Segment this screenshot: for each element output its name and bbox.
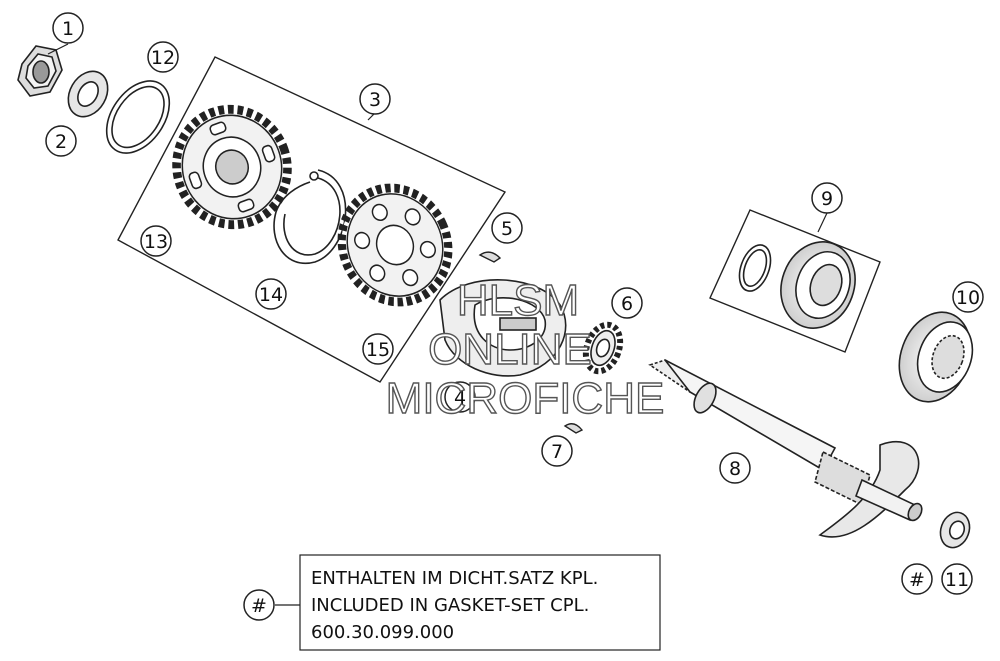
watermark-line1: HLSM [457, 276, 579, 325]
part-13-gear [172, 104, 292, 230]
part-10-needle-bearing [898, 311, 974, 403]
callout-1: 1 [52, 12, 84, 44]
svg-text:#: # [251, 595, 267, 617]
part-15-gear [337, 183, 453, 307]
part-5-woodruff-key [478, 251, 502, 263]
callout-15: 15 [362, 333, 394, 365]
callout-8: 8 [719, 452, 751, 484]
callout-6: 6 [611, 287, 643, 319]
watermark-line2: ONLINE [428, 325, 592, 374]
svg-text:5: 5 [501, 218, 513, 240]
part-4-balancer-segment [439, 279, 567, 377]
svg-text:6: 6 [621, 293, 633, 315]
callout-7: 7 [541, 435, 573, 467]
svg-text:11: 11 [945, 569, 969, 591]
part-12-shim-ring [105, 80, 171, 154]
watermark: HLSM ONLINE MICROFICHE [385, 275, 665, 423]
callout-13: 13 [140, 225, 172, 257]
callout-11: 11 [941, 563, 973, 595]
note-part-number: 600.30.099.000 [311, 622, 454, 643]
callout-4: 4 [444, 381, 476, 413]
svg-text:10: 10 [956, 287, 980, 309]
note-line-de: ENTHALTEN IM DICHT.SATZ KPL. [311, 568, 598, 589]
svg-text:9: 9 [821, 188, 833, 210]
part-14-circlip [273, 169, 347, 265]
svg-text:14: 14 [259, 284, 283, 306]
svg-text:8: 8 [729, 458, 741, 480]
svg-text:#: # [909, 569, 925, 591]
svg-text:4: 4 [454, 387, 466, 409]
part-9-bearing-set [738, 241, 856, 329]
callout-11-hash: # [901, 563, 933, 595]
callout-14: 14 [255, 278, 287, 310]
note-hash-bubble: # [243, 589, 275, 621]
part-1-hex-nut [17, 45, 63, 97]
callout-12: 12 [147, 41, 179, 73]
callout-10: 10 [952, 281, 984, 313]
svg-text:1: 1 [62, 18, 74, 40]
svg-text:7: 7 [551, 441, 563, 463]
svg-text:13: 13 [144, 231, 168, 253]
callout-3: 3 [359, 83, 391, 115]
watermark-line3: MICROFICHE [386, 374, 665, 423]
callout-5: 5 [491, 212, 523, 244]
callout-2: 2 [45, 125, 77, 157]
gasket-set-note: ENTHALTEN IM DICHT.SATZ KPL. INCLUDED IN… [299, 554, 661, 651]
note-line-en: INCLUDED IN GASKET-SET CPL. [311, 595, 589, 616]
part-11-bushing [939, 511, 971, 549]
part-8-balancer-shaft [648, 359, 923, 538]
callout-9: 9 [811, 182, 843, 214]
assembly-box-3 [117, 56, 507, 383]
svg-text:2: 2 [55, 131, 67, 153]
svg-text:12: 12 [151, 47, 175, 69]
part-6-pinion-gear [582, 321, 624, 375]
svg-text:15: 15 [366, 339, 390, 361]
svg-text:3: 3 [369, 89, 381, 111]
part-7-woodruff-key [563, 423, 584, 434]
part-2-washer [67, 70, 109, 118]
